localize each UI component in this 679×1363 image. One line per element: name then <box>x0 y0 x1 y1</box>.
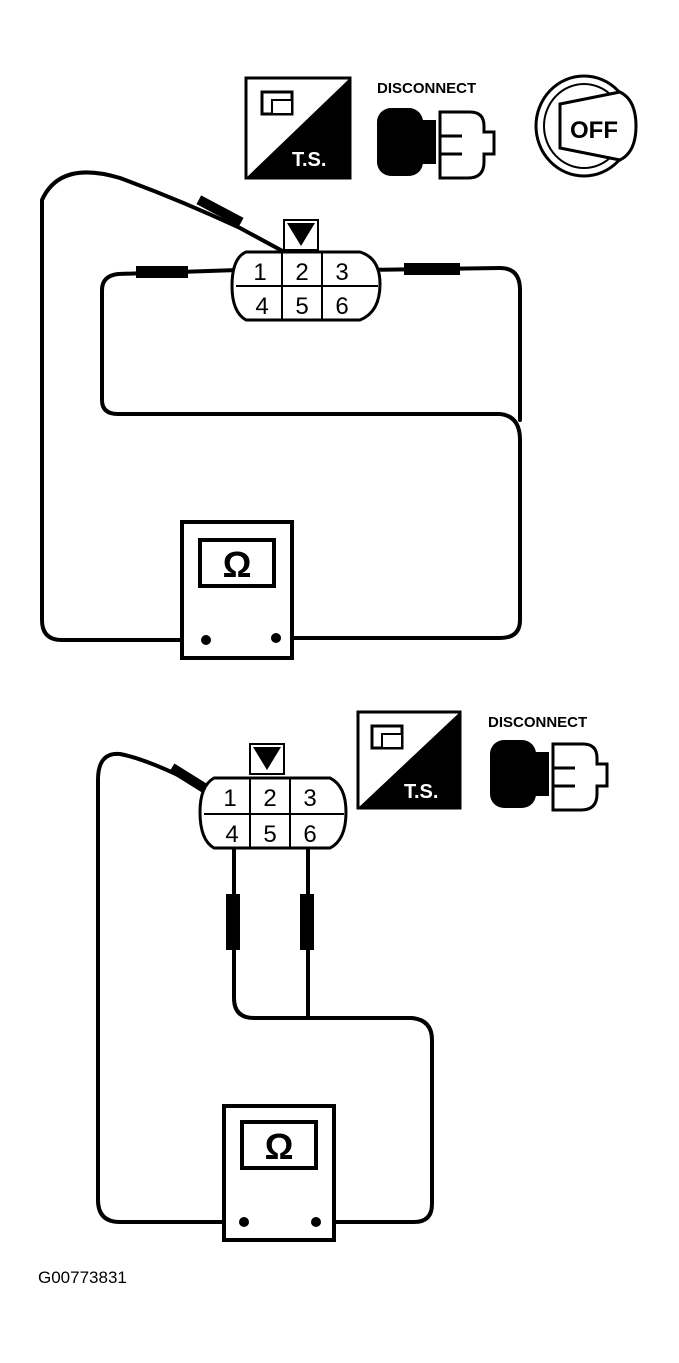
lead-wire <box>40 170 290 642</box>
figure-id: G00773831 <box>38 1268 127 1287</box>
pin-2: 2 <box>263 785 276 812</box>
ts-icon: T.S. <box>356 710 462 810</box>
pin-1: 1 <box>253 259 266 286</box>
lead-wire <box>96 751 254 1224</box>
disconnect-label: DISCONNECT <box>488 714 587 731</box>
ignition-off-label: OFF <box>570 117 618 144</box>
pin3-wire <box>358 266 522 422</box>
meter-terminal-right <box>311 1217 321 1227</box>
pin-6: 6 <box>303 821 316 848</box>
ohmmeter: Ω <box>180 520 294 660</box>
pin-1: 1 <box>223 785 236 812</box>
harness-connector: 1 2 3 4 5 6 <box>198 743 348 850</box>
probe-sleeve <box>300 894 314 950</box>
pin-4: 4 <box>255 293 268 320</box>
ts-icon: T.S. <box>244 76 352 180</box>
diagram-2: T.S. DISCONNECT 1 <box>96 710 609 1242</box>
probe-sleeve <box>226 894 240 950</box>
pin-4: 4 <box>225 821 238 848</box>
harness-connector: 1 2 3 4 5 6 <box>230 219 382 322</box>
connector-lock-icon <box>287 223 315 246</box>
ohm-symbol: Ω <box>223 544 252 585</box>
meter-terminal-left <box>201 635 211 645</box>
loop-wire <box>100 268 522 640</box>
ts-label: T.S. <box>292 149 326 171</box>
pin4-wire <box>232 844 434 1224</box>
pin-3: 3 <box>303 785 316 812</box>
ohm-symbol: Ω <box>265 1126 294 1167</box>
disconnect-icon: DISCONNECT <box>488 714 609 812</box>
meter-terminal-right <box>271 633 281 643</box>
ignition-key-off-icon: OFF <box>534 74 638 178</box>
probe-sleeve <box>196 195 244 227</box>
disconnect-label: DISCONNECT <box>377 80 476 97</box>
disconnect-icon: DISCONNECT <box>377 80 496 180</box>
pin-6: 6 <box>335 293 348 320</box>
connector-lock-icon <box>253 747 281 770</box>
probe-sleeve <box>404 263 460 275</box>
pin-3: 3 <box>335 259 348 286</box>
ts-label: T.S. <box>404 781 438 803</box>
pin-2: 2 <box>295 259 308 286</box>
ohmmeter: Ω <box>222 1104 336 1242</box>
probe-sleeve <box>136 266 188 278</box>
meter-terminal-left <box>239 1217 249 1227</box>
pin-5: 5 <box>295 293 308 320</box>
pin-5: 5 <box>263 821 276 848</box>
diagram-1: T.S. DISCONNECT OFF <box>40 74 638 660</box>
